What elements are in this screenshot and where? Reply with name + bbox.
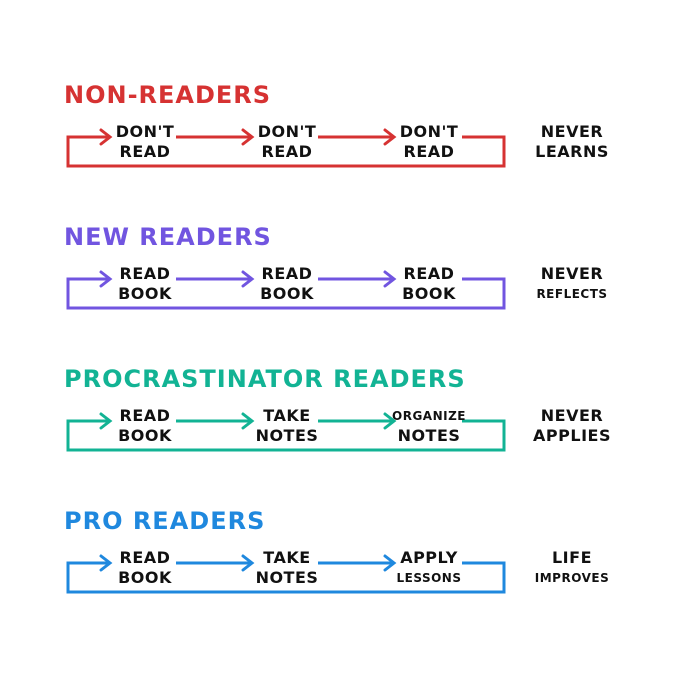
step-line-1: ORGANIZE — [392, 409, 466, 423]
arrowhead-icon — [99, 128, 113, 146]
step-2: READ BOOK — [232, 264, 342, 304]
step-line-1: READ — [403, 264, 455, 283]
flow-loop-diagram — [66, 554, 506, 594]
step-line-2: NOTES — [255, 426, 319, 445]
outcome-line-2: LEARNS — [535, 142, 609, 161]
step-line-2: READ — [261, 142, 313, 161]
step-line-2: BOOK — [118, 284, 172, 303]
step-1: READ BOOK — [90, 406, 200, 446]
step-line-1: READ — [119, 548, 171, 567]
step-line-2: NOTES — [397, 426, 461, 445]
outcome-line-2: APPLIES — [533, 426, 611, 445]
row-title: NON-READERS — [64, 81, 272, 109]
row-pro-readers: PRO READERS READ BOOK TAKE NOTES APPLY L… — [0, 506, 680, 626]
step-line-2: BOOK — [118, 568, 172, 587]
outcome-line-1: LIFE — [551, 548, 592, 567]
row-title: PRO READERS — [64, 507, 266, 535]
arrowhead-icon — [99, 270, 113, 288]
row-title: NEW READERS — [64, 223, 272, 251]
step-2: TAKE NOTES — [232, 406, 342, 446]
step-line-2: LESSONS — [396, 571, 462, 585]
step-line-1: DON'T — [257, 122, 317, 141]
row-title: PROCRASTINATOR READERS — [64, 365, 466, 393]
step-line-2: BOOK — [118, 426, 172, 445]
row-procrastinator-readers: PROCRASTINATOR READERS READ BOOK TAKE NO… — [0, 364, 680, 484]
loop-line — [66, 561, 506, 594]
loop-line — [66, 419, 506, 452]
step-line-1: TAKE — [263, 548, 311, 567]
outcome-line-2: REFLECTS — [536, 287, 608, 301]
step-3: DON'T READ — [374, 122, 484, 162]
step-line-2: READ — [119, 142, 171, 161]
loop-line — [66, 135, 506, 168]
step-line-1: READ — [261, 264, 313, 283]
outcome: LIFE IMPROVES — [512, 548, 632, 588]
arrowhead-icon — [99, 412, 113, 430]
step-line-1: DON'T — [115, 122, 175, 141]
step-3: READ BOOK — [374, 264, 484, 304]
outcome: NEVER REFLECTS — [512, 264, 632, 304]
row-non-readers: NON-READERS DON'T READ DON'T READ DON'T … — [0, 80, 680, 200]
step-line-2: BOOK — [260, 284, 314, 303]
step-line-2: NOTES — [255, 568, 319, 587]
arrowhead-icon — [383, 412, 397, 430]
outcome-line-1: NEVER — [540, 264, 604, 283]
outcome-line-1: NEVER — [540, 406, 604, 425]
step-3: APPLY LESSONS — [374, 548, 484, 588]
step-line-1: TAKE — [263, 406, 311, 425]
flow-loop-diagram — [66, 270, 506, 310]
step-line-1: READ — [119, 264, 171, 283]
step-1: READ BOOK — [90, 264, 200, 304]
step-2: TAKE NOTES — [232, 548, 342, 588]
arrowhead-icon — [383, 554, 397, 572]
row-new-readers: NEW READERS READ BOOK READ BOOK READ BOO… — [0, 222, 680, 342]
step-2: DON'T READ — [232, 122, 342, 162]
arrowhead-icon — [241, 128, 255, 146]
loop-line — [66, 277, 506, 310]
step-line-2: READ — [403, 142, 455, 161]
outcome-line-1: NEVER — [540, 122, 604, 141]
flow-loop-diagram — [66, 128, 506, 168]
arrowhead-icon — [241, 270, 255, 288]
step-line-1: READ — [119, 406, 171, 425]
step-1: DON'T READ — [90, 122, 200, 162]
outcome: NEVER APPLIES — [512, 406, 632, 446]
arrowhead-icon — [383, 270, 397, 288]
step-3: ORGANIZE NOTES — [374, 406, 484, 446]
arrowhead-icon — [241, 554, 255, 572]
arrowhead-icon — [99, 554, 113, 572]
step-line-1: DON'T — [399, 122, 459, 141]
outcome: NEVER LEARNS — [512, 122, 632, 162]
step-1: READ BOOK — [90, 548, 200, 588]
arrowhead-icon — [383, 128, 397, 146]
flow-loop-diagram — [66, 412, 506, 452]
step-line-1: APPLY — [400, 548, 458, 567]
arrowhead-icon — [241, 412, 255, 430]
outcome-line-2: IMPROVES — [534, 571, 610, 585]
step-line-2: BOOK — [402, 284, 456, 303]
